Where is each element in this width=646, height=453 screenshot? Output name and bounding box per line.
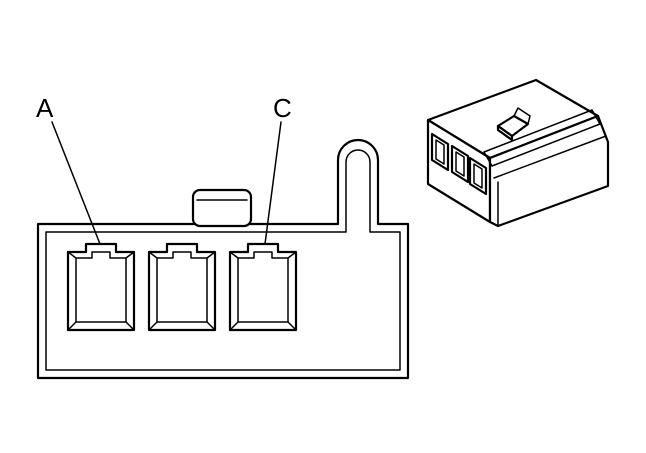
leader-line-c xyxy=(264,121,282,245)
connector-isometric-view xyxy=(426,78,610,228)
terminal-cavity-c xyxy=(228,242,298,332)
iso-lock-button xyxy=(496,107,531,142)
connector-body-outline xyxy=(36,138,410,380)
iso-side-face xyxy=(488,114,610,228)
connector-body-inner-rim xyxy=(45,149,401,371)
locking-tab xyxy=(191,188,253,228)
iso-terminal-cavities xyxy=(430,132,488,196)
connector-face-view: A C xyxy=(36,93,410,380)
label-c: C xyxy=(273,93,292,123)
label-a: A xyxy=(36,93,54,123)
leader-line-a xyxy=(51,121,101,245)
terminal-cavity-a xyxy=(66,242,136,332)
terminal-cavity-b xyxy=(147,242,217,332)
